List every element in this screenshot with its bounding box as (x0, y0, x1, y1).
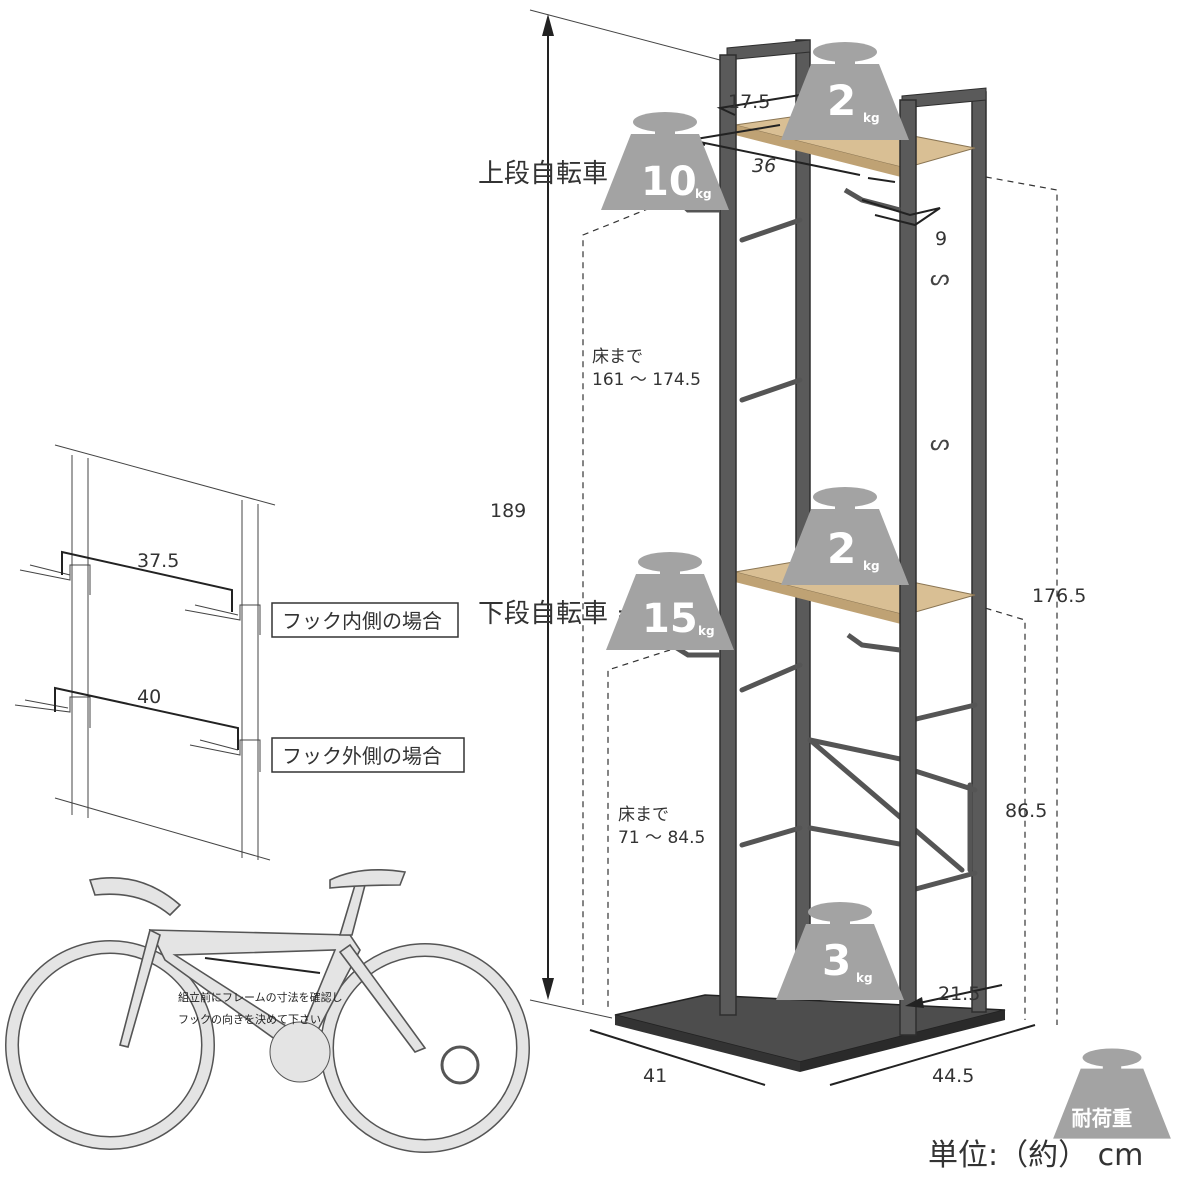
hook-inside-label-box (271, 602, 459, 638)
shelf-width: 36 (752, 155, 776, 177)
base-depth: 41 (643, 1065, 667, 1087)
hook-outside-width-line (54, 686, 239, 750)
bike-stand-rack: ᔕ ᔕ (614, 39, 1006, 1072)
s-hook-icon: ᔕ (930, 266, 950, 291)
shelf-depth: 17.5 (728, 91, 770, 113)
svg-text:10: 10 (641, 159, 697, 205)
height-total: 189 (490, 500, 526, 522)
svg-text:15: 15 (642, 596, 698, 642)
height-mid: 86.5 (1005, 800, 1047, 822)
svg-text:kg: kg (698, 624, 715, 638)
lower-floor-label: 床まで (618, 805, 669, 825)
svg-text:kg: kg (863, 559, 880, 573)
s-hook-icon: ᔕ (930, 431, 950, 456)
hook-inside-width: 37.5 (137, 550, 179, 572)
svg-text:3: 3 (822, 936, 851, 985)
height-right: 176.5 (1032, 585, 1086, 607)
mid-shelf-weight: 2 kg (781, 487, 909, 585)
total-height-dimension: 189 (490, 9, 721, 1019)
svg-text:2: 2 (827, 76, 856, 125)
svg-text:kg: kg (695, 187, 712, 201)
base-width: 44.5 (932, 1065, 974, 1087)
hook-outside-label-box (271, 737, 465, 773)
upper-floor-label: 床まで (592, 347, 643, 367)
base-weight: 3 kg (776, 902, 904, 1000)
bike-note-line-2: フックの向きを決めて下さい (178, 1012, 321, 1026)
svg-text:kg: kg (863, 111, 880, 125)
bike-note-line-1: 組立前にフレームの寸法を確認し (178, 990, 343, 1004)
hook-outside-label: フック外側の場合 (282, 744, 442, 768)
lower-bike-label: 下段自転車 = (478, 599, 638, 629)
load-capacity-label: 耐荷重 (1072, 1107, 1133, 1131)
svg-text:kg: kg (856, 971, 873, 985)
base-offset: 21.5 (938, 983, 980, 1005)
load-capacity-legend: 耐荷重 (1053, 1048, 1171, 1139)
bicycle-illustration: 組立前にフレームの寸法を確認し フックの向きを決めて下さい (5, 868, 530, 1153)
top-shelf-weight: 2 kg (781, 42, 909, 140)
upper-floor-range: 161 〜 174.5 (592, 370, 701, 390)
hook-inside-width-line (61, 550, 233, 612)
hook-outside-width: 40 (137, 686, 161, 708)
lower-bike-weight: 15 kg (606, 552, 734, 650)
lower-floor-range: 71 〜 84.5 (618, 828, 705, 848)
hook-position-diagram: 37.5 フック内側の場合 40 フック外側の場合 (14, 444, 465, 861)
svg-text:2: 2 (827, 524, 856, 573)
unit-label: 単位:（約） cm (928, 1138, 1143, 1173)
upper-bike-weight: 10 kg (601, 112, 729, 210)
hook-length: 9 (935, 228, 947, 250)
hook-inside-label: フック内側の場合 (282, 609, 442, 633)
